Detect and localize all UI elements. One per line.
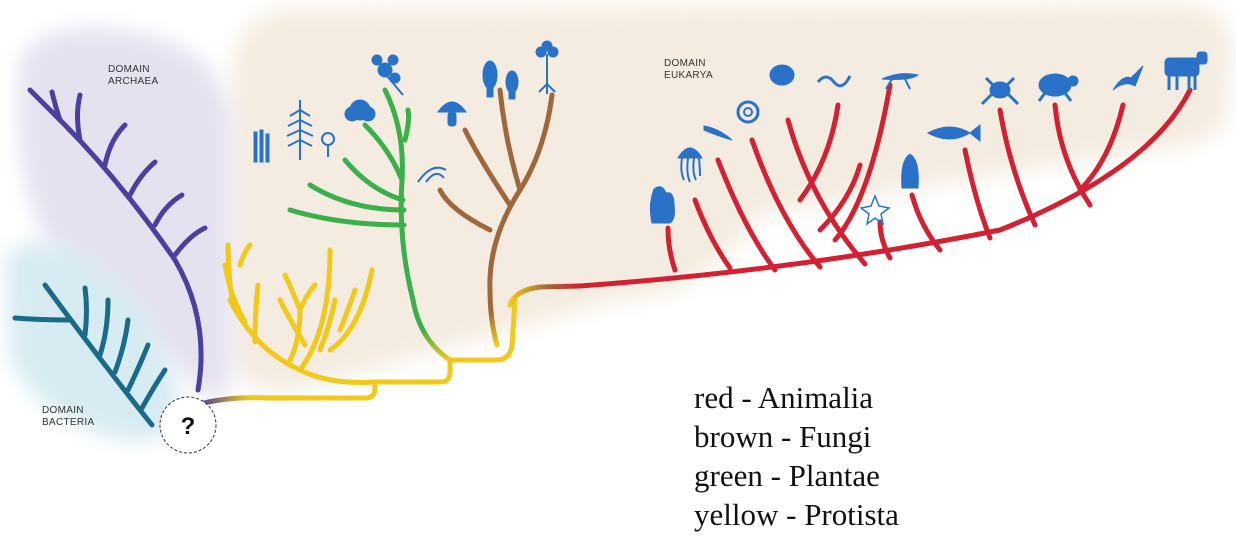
bacteria-label-line2: BACTERIA [42, 417, 94, 428]
mollusk-icon [770, 65, 794, 85]
eukarya-domain-label: DOMAIN EUKARYA [664, 58, 713, 81]
bacteria-domain-label: DOMAIN BACTERIA [42, 405, 94, 428]
seaweed-icon [254, 130, 269, 162]
origin-question-mark: ? [181, 413, 196, 440]
legend-item-plantae: green - Plantae [694, 456, 899, 495]
kingdom-color-legend: red - Animalia brown - Fungi green - Pla… [694, 378, 899, 534]
starfish-icon [861, 196, 889, 224]
eukarya-label-line1: DOMAIN [664, 58, 706, 69]
archaea-label-line1: DOMAIN [108, 64, 150, 75]
legend-item-protista: yellow - Protista [694, 495, 899, 534]
archaea-domain-label: DOMAIN ARCHAEA [108, 64, 158, 87]
origin-unknown-marker: ? [160, 397, 216, 453]
eukarya-label-line2: EUKARYA [664, 70, 713, 81]
legend-item-animalia: red - Animalia [694, 378, 899, 417]
legend-item-fungi: brown - Fungi [694, 417, 899, 456]
archaea-label-line2: ARCHAEA [108, 76, 158, 87]
bacteria-label-line1: DOMAIN [42, 405, 84, 416]
